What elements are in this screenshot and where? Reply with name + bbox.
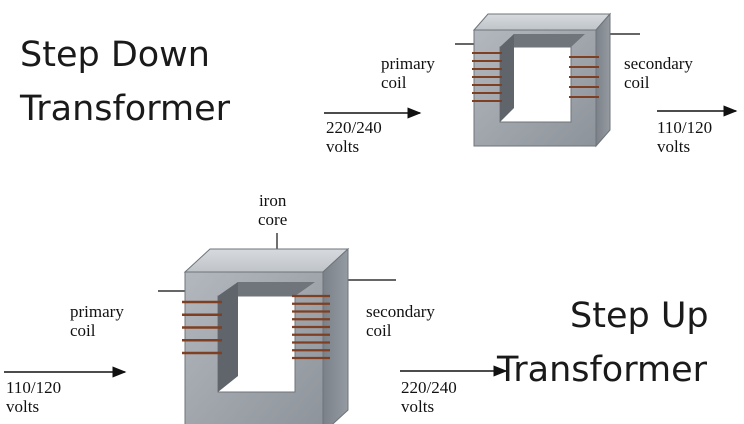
step-up-title-line1: Step Up: [570, 296, 709, 336]
step-down-primary-coil: [470, 52, 504, 106]
step-down-primary-coil-label: primary coil: [381, 54, 435, 92]
step-up-secondary-coil: [290, 294, 332, 363]
step-up-core-window-depth: [218, 282, 315, 296]
step-down-input-voltage: 220/240 volts: [326, 118, 382, 156]
step-up-core-top: [183, 248, 350, 273]
step-down-title-line2: Transformer: [20, 89, 231, 129]
step-down-output-voltage: 110/120 volts: [657, 118, 713, 156]
step-up-input-voltage: 110/120 volts: [6, 378, 62, 416]
step-down-secondary-coil-label: secondary coil: [624, 54, 693, 92]
step-up-transformer: [4, 233, 508, 424]
iron-core-label: iron core: [258, 191, 288, 229]
step-down-transformer: [324, 12, 738, 148]
step-up-output-voltage: 220/240 volts: [401, 378, 457, 416]
step-down-secondary-coil: [567, 56, 601, 102]
step-up-primary-coil-label: primary coil: [70, 302, 124, 340]
step-up-title-line2: Transformer: [497, 350, 708, 390]
step-up-primary-coil: [179, 300, 225, 359]
step-up-secondary-coil-label: secondary coil: [366, 302, 435, 340]
step-down-title-line1: Step Down: [20, 35, 210, 75]
step-up-core-front: [184, 271, 324, 424]
step-down-core-window-depth: [500, 34, 585, 47]
step-down-core-top: [472, 13, 612, 31]
